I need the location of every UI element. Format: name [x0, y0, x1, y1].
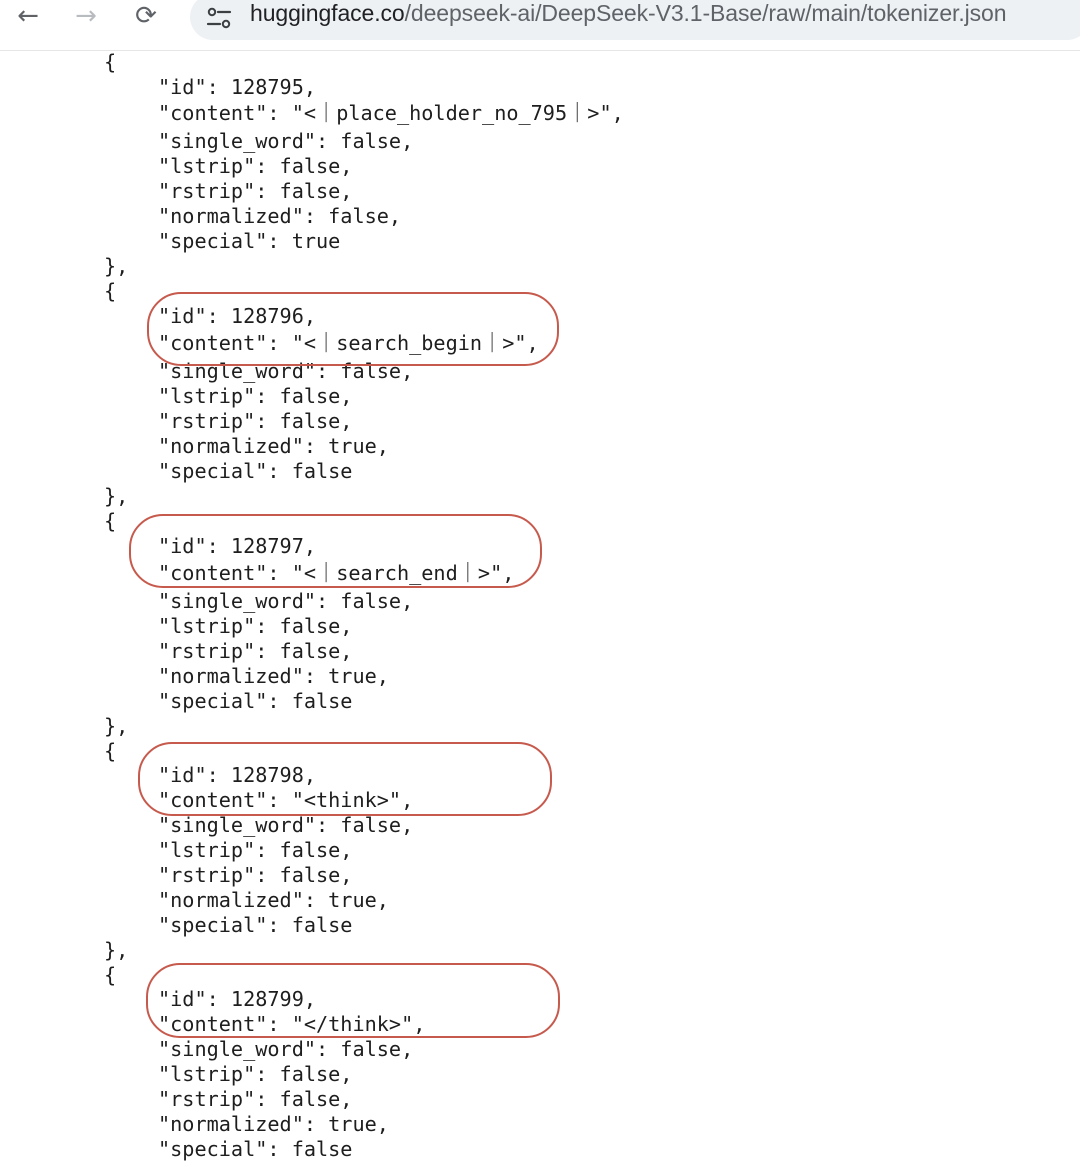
- arrow-right-icon: →: [75, 1, 97, 31]
- json-line: },: [104, 938, 129, 962]
- json-line: "content": "<think>",: [158, 788, 414, 812]
- json-line: {: [104, 279, 117, 303]
- json-line: "rstrip": false,: [158, 639, 353, 663]
- json-line: "rstrip": false,: [158, 409, 353, 433]
- highlight-oval: [147, 292, 559, 366]
- json-line: "content": "<｜place_holder_no_795｜>",: [158, 101, 624, 125]
- browser-toolbar: ← → ⟳ huggingface.co/deepseek-ai/DeepSee…: [0, 0, 1080, 51]
- json-line: "id": 128797,: [158, 534, 317, 558]
- json-line: "id": 128795,: [158, 75, 317, 99]
- json-line: "normalized": true,: [158, 664, 389, 688]
- json-line: "special": false: [158, 689, 353, 713]
- json-line: "content": "<｜search_end｜>",: [158, 561, 515, 585]
- highlight-oval: [146, 963, 560, 1038]
- json-line: "single_word": false,: [158, 589, 414, 613]
- json-line: "lstrip": false,: [158, 838, 353, 862]
- page-content: { "id": 128795, "content": "<｜place_hold…: [0, 50, 1080, 1163]
- json-line: "single_word": false,: [158, 1037, 414, 1061]
- json-line: },: [104, 254, 129, 278]
- json-line: {: [104, 963, 117, 987]
- forward-button[interactable]: →: [66, 2, 106, 30]
- json-line: {: [104, 50, 117, 74]
- back-button[interactable]: ←: [8, 2, 48, 30]
- highlight-oval: [129, 514, 542, 588]
- json-line: "rstrip": false,: [158, 1087, 353, 1111]
- json-line: "normalized": false,: [158, 204, 402, 228]
- json-line: "lstrip": false,: [158, 384, 353, 408]
- url-domain: huggingface.co: [250, 0, 405, 26]
- json-line: },: [104, 714, 129, 738]
- json-line: "lstrip": false,: [158, 154, 353, 178]
- reload-icon: ⟳: [135, 1, 157, 31]
- json-line: {: [104, 739, 117, 763]
- json-line: "normalized": true,: [158, 434, 389, 458]
- json-line: "special": false: [158, 459, 353, 483]
- url-path: /deepseek-ai/DeepSeek-V3.1-Base/raw/main…: [404, 0, 1007, 26]
- json-line: "single_word": false,: [158, 359, 414, 383]
- json-line: "lstrip": false,: [158, 1062, 353, 1086]
- json-line: "normalized": true,: [158, 1112, 389, 1136]
- reload-button[interactable]: ⟳: [126, 2, 166, 30]
- tune-icon[interactable]: [204, 3, 234, 33]
- json-line: "lstrip": false,: [158, 614, 353, 638]
- json-line: "normalized": true,: [158, 888, 389, 912]
- json-line: "single_word": false,: [158, 813, 414, 837]
- json-line: "single_word": false,: [158, 129, 414, 153]
- address-bar[interactable]: huggingface.co/deepseek-ai/DeepSeek-V3.1…: [190, 0, 1080, 40]
- arrow-left-icon: ←: [17, 1, 39, 31]
- url-text[interactable]: huggingface.co/deepseek-ai/DeepSeek-V3.1…: [250, 0, 1007, 27]
- json-line: {: [104, 509, 117, 533]
- json-line: "special": false: [158, 1137, 353, 1161]
- json-line: },: [104, 484, 129, 508]
- json-line: "rstrip": false,: [158, 863, 353, 887]
- json-line: "special": false: [158, 913, 353, 937]
- json-line: "rstrip": false,: [158, 179, 353, 203]
- json-line: "special": true: [158, 229, 341, 253]
- highlight-oval: [138, 742, 552, 816]
